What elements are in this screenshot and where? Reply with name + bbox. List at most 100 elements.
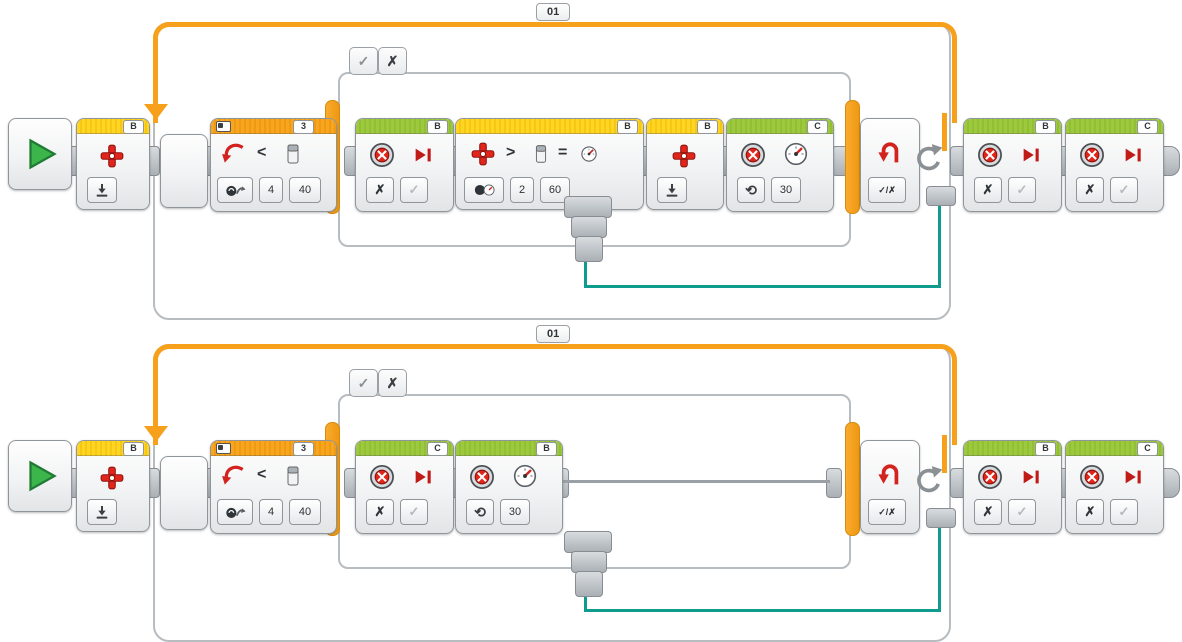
motor-rotation-sensor-icon: [100, 466, 124, 490]
motor-rotation-compare-block[interactable]: B > = 2 60: [455, 118, 644, 210]
port-chip[interactable]: C: [807, 120, 828, 134]
stop-at-end-icon: [1125, 148, 1141, 162]
port-chip[interactable]: B: [123, 442, 144, 456]
play-icon: [29, 139, 56, 169]
on-mode-chip[interactable]: ⟲: [737, 177, 765, 203]
compare-type-input[interactable]: 4: [259, 177, 283, 203]
switch-tab-false[interactable]: ✗: [378, 47, 407, 75]
condition-value-chip[interactable]: 3: [293, 442, 314, 456]
download-arrow-icon: [666, 184, 678, 197]
play-icon: [29, 461, 56, 491]
port-chip[interactable]: C: [427, 442, 448, 456]
motor-icon: [977, 142, 1003, 168]
check-icon: ✓: [1016, 504, 1028, 519]
wire-plug: [575, 571, 603, 597]
port-chip[interactable]: B: [1035, 442, 1056, 456]
coast-chip[interactable]: ✓: [1008, 499, 1036, 525]
threshold-input[interactable]: 40: [289, 499, 321, 525]
loop-name-tab[interactable]: 01: [536, 325, 571, 343]
reset-mode-chip[interactable]: [657, 177, 687, 203]
motor-on-block[interactable]: B ⟲ 30: [455, 440, 563, 534]
stop-at-end-icon: [1023, 148, 1039, 162]
mode-chip[interactable]: [464, 177, 504, 203]
loop-border: [153, 22, 957, 123]
compare-type-input[interactable]: 2: [510, 177, 534, 203]
compare-type-input[interactable]: 4: [259, 499, 283, 525]
switch-condition-block[interactable]: 3 < 4 40: [210, 440, 337, 534]
switch-right-bracket: [845, 422, 860, 536]
port-chip[interactable]: C: [1137, 120, 1158, 134]
logic-wire-horizontal: [584, 285, 941, 288]
motor-stop-block[interactable]: C ✗ ✓: [1065, 118, 1164, 212]
port-chip[interactable]: B: [1035, 120, 1056, 134]
motor-stop-block[interactable]: C ✗ ✓: [355, 440, 454, 534]
port-chip[interactable]: C: [1137, 442, 1158, 456]
brake-chip[interactable]: ✗: [1076, 499, 1104, 525]
motor-stop-block[interactable]: B ✗ ✓: [963, 118, 1062, 212]
start-block[interactable]: [8, 440, 72, 512]
brake-chip[interactable]: ✗: [366, 499, 394, 525]
port-chip[interactable]: B: [123, 120, 144, 134]
motor-rotation-reset-block[interactable]: B: [646, 118, 724, 210]
motor-stop-block[interactable]: B ✗ ✓: [963, 440, 1062, 534]
stop-at-end-icon: [415, 148, 431, 162]
condition-value-chip[interactable]: 3: [293, 120, 314, 134]
wire-plug: [575, 236, 603, 262]
port-chip[interactable]: B: [617, 120, 638, 134]
motor-rotation-reset-block[interactable]: B: [76, 118, 150, 210]
check-icon: ✓: [1016, 182, 1028, 197]
loop-interrupt-block[interactable]: ✓/✗: [860, 440, 920, 534]
wire-plug: [564, 531, 612, 553]
motor-icon: [740, 142, 766, 168]
threshold-cylinder-icon: [287, 466, 299, 486]
start-block[interactable]: [8, 118, 72, 190]
on-mode-chip[interactable]: ⟲: [466, 499, 494, 525]
motor-icon: [469, 464, 495, 490]
brake-chip[interactable]: ✗: [1076, 177, 1104, 203]
red-curved-arrow-icon: [221, 465, 245, 487]
port-chip[interactable]: B: [427, 120, 448, 134]
motor-rotation-reset-block[interactable]: B: [76, 440, 150, 532]
switch-condition-block[interactable]: 3 < 4 40: [210, 118, 337, 212]
coast-chip[interactable]: ✓: [400, 499, 428, 525]
brake-chip[interactable]: ✗: [366, 177, 394, 203]
wire-plug: [564, 196, 612, 218]
motor-icon: [1079, 464, 1105, 490]
mode-chip[interactable]: [217, 177, 253, 203]
power-input[interactable]: 30: [771, 177, 801, 203]
loop-name-tab[interactable]: 01: [536, 3, 571, 21]
motor-stop-block[interactable]: B ✗ ✓: [355, 118, 454, 212]
switch-tab-true[interactable]: ✓: [349, 47, 378, 75]
equals-icon: =: [558, 144, 568, 161]
loop-sequence-stub: [160, 456, 208, 530]
coast-chip[interactable]: ✓: [1008, 177, 1036, 203]
rotate-ccw-icon: ⟲: [474, 503, 486, 520]
reset-mode-chip[interactable]: [87, 177, 117, 203]
power-input[interactable]: 30: [500, 499, 530, 525]
measure-mode-icon: [225, 506, 246, 519]
threshold-input[interactable]: 40: [289, 177, 321, 203]
mode-chip[interactable]: [217, 499, 253, 525]
loop-exit-mode-chip[interactable]: ✓/✗: [868, 499, 906, 525]
motor-stop-block[interactable]: C ✗ ✓: [1065, 440, 1164, 534]
threshold-cylinder-icon: [287, 144, 299, 164]
loop-exit-mode-chip[interactable]: ✓/✗: [868, 177, 906, 203]
port-chip[interactable]: B: [697, 120, 718, 134]
wire-plug: [571, 216, 607, 238]
coast-chip[interactable]: ✓: [1110, 499, 1138, 525]
brake-chip[interactable]: ✗: [974, 499, 1002, 525]
switch-tab-false[interactable]: ✗: [378, 369, 407, 397]
port-chip[interactable]: B: [536, 442, 557, 456]
check-icon: ✓: [408, 504, 420, 519]
loop-interrupt-block[interactable]: ✓/✗: [860, 118, 920, 212]
switch-tab-true[interactable]: ✓: [349, 369, 378, 397]
loop-entry-arrow-icon: [144, 104, 168, 120]
red-uturn-arrow-icon: [876, 142, 899, 165]
motor-on-block[interactable]: C ⟲ 30: [726, 118, 834, 212]
brake-chip[interactable]: ✗: [974, 177, 1002, 203]
coast-chip[interactable]: ✓: [1110, 177, 1138, 203]
coast-chip[interactable]: ✓: [400, 177, 428, 203]
display-mini-icon: [216, 121, 231, 132]
reset-mode-chip[interactable]: [87, 499, 117, 525]
